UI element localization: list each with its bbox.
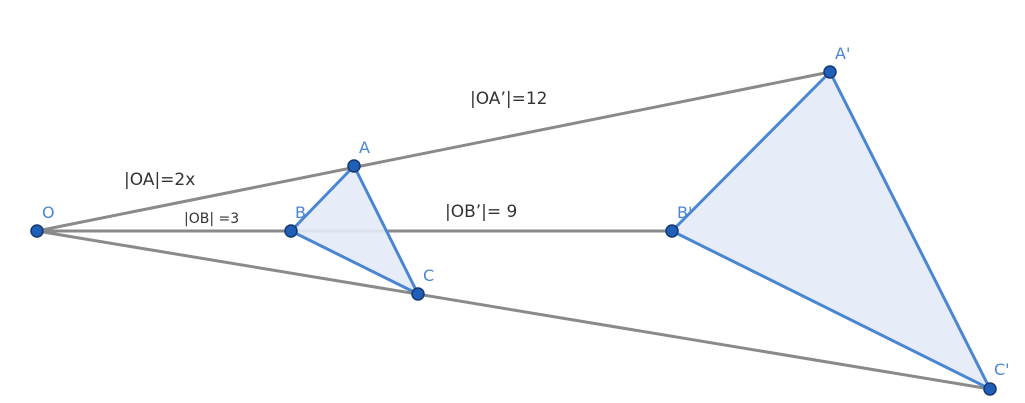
point-a-prime[interactable] xyxy=(823,65,837,79)
label-ob-length: |OB| =3 xyxy=(184,211,239,227)
point-c[interactable] xyxy=(411,287,425,301)
label-point-c-prime: C' xyxy=(994,360,1010,379)
point-b-prime[interactable] xyxy=(665,224,679,238)
label-point-a-prime: A' xyxy=(835,44,850,63)
triangle-a-prime-b-prime-c-prime xyxy=(670,70,992,391)
label-oa-prime-length: |OA’|=12 xyxy=(470,89,547,109)
point-c-prime[interactable] xyxy=(983,382,997,396)
point-o[interactable] xyxy=(30,224,44,238)
label-point-c: C xyxy=(423,266,434,285)
label-oa-length: |OA|=2x xyxy=(124,170,195,190)
point-b[interactable] xyxy=(284,224,298,238)
label-point-o: O xyxy=(42,203,55,222)
ray-oa-prime xyxy=(35,70,832,233)
label-ob-prime-length: |OB’|= 9 xyxy=(445,202,517,222)
label-point-b: B xyxy=(295,203,306,222)
ray-oc-prime xyxy=(35,229,992,391)
point-a[interactable] xyxy=(347,159,361,173)
triangle-abc xyxy=(289,164,420,296)
label-point-a: A xyxy=(359,138,370,157)
label-point-b-prime: B' xyxy=(677,203,692,222)
